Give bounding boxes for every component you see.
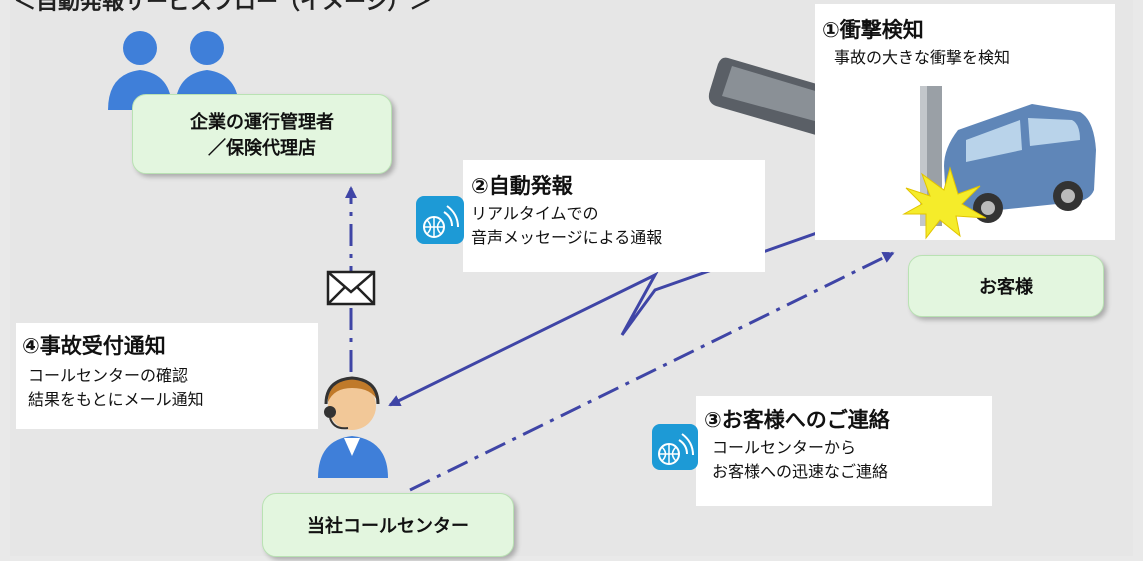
callcenter-box-label: 当社コールセンター <box>307 516 469 537</box>
step2-heading: ②自動発報 <box>471 174 573 198</box>
step4-heading: ④事故受付通知 <box>22 334 166 358</box>
page-title: ＜自動発報サービスフロー（イメージ）＞ <box>14 0 432 15</box>
step3-line1: コールセンターから <box>712 438 857 457</box>
step3-text: ③お客様へのご連絡 コールセンターから お客様への迅速なご連絡 <box>704 404 890 484</box>
step2-panel <box>463 160 765 272</box>
step4-text: ④事故受付通知 コールセンターの確認 結果をもとにメール通知 <box>22 330 204 412</box>
step1-heading: ①衝撃検知 <box>822 18 924 42</box>
step3-heading: ③お客様へのご連絡 <box>704 408 890 432</box>
step1-description: 事故の大きな衝撃を検知 <box>834 48 1011 67</box>
customer-box: お客様 <box>908 255 1104 317</box>
contact-customer-arrow <box>409 251 895 492</box>
step4-panel <box>16 323 318 429</box>
manager-box: 企業の運行管理者 ／保険代理店 <box>132 94 392 174</box>
manager-box-line1: 企業の運行管理者 <box>190 112 334 133</box>
step3-line2: お客様への迅速なご連絡 <box>712 462 889 481</box>
step4-line1: コールセンターの確認 <box>28 366 189 385</box>
step2-text: ②自動発報 リアルタイムでの 音声メッセージによる通報 <box>471 170 662 250</box>
step2-line1: リアルタイムでの <box>471 204 599 223</box>
callcenter-box: 当社コールセンター <box>262 493 514 557</box>
step1-text: ①衝撃検知 事故の大きな衝撃を検知 <box>822 14 1010 70</box>
step2-line2: 音声メッセージによる通報 <box>471 228 663 247</box>
step4-line2: 結果をもとにメール通知 <box>28 390 204 409</box>
step3-panel <box>696 396 992 506</box>
manager-box-line2: ／保険代理店 <box>208 138 316 159</box>
customer-box-label: お客様 <box>979 277 1033 298</box>
